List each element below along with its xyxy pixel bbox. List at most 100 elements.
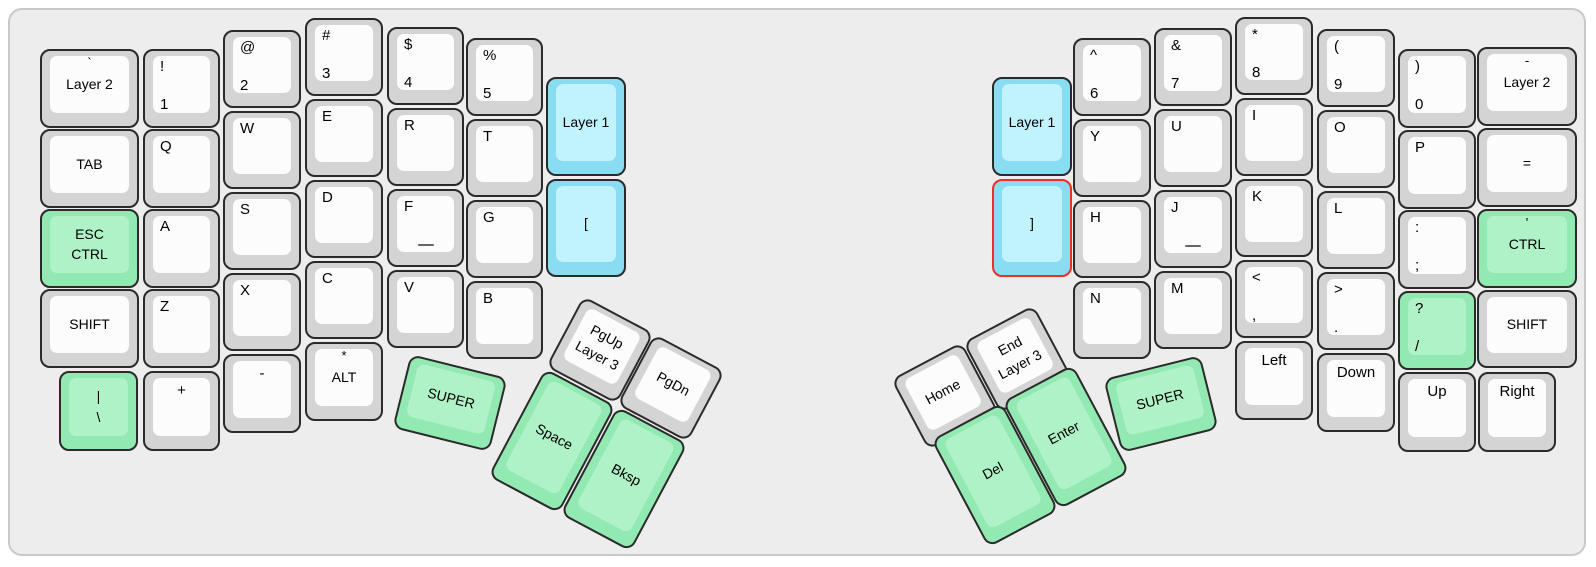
key-9[interactable]: (9 — [1317, 29, 1395, 107]
key-7[interactable]: &7 — [1154, 28, 1232, 106]
key-n[interactable]: N — [1073, 281, 1151, 359]
key-r[interactable]: R — [387, 108, 464, 186]
key-equals[interactable]: = — [1477, 128, 1577, 207]
key-quote-ctrl[interactable]: ' CTRL — [1477, 209, 1577, 288]
keycap-surface: L — [1327, 198, 1385, 254]
key-legend: E — [322, 108, 333, 125]
key-legend: Enter — [1045, 417, 1083, 448]
key-semicolon[interactable]: :; — [1398, 210, 1476, 289]
key-g[interactable]: G — [466, 200, 543, 278]
key-3[interactable]: #3 — [305, 18, 383, 96]
key-slash[interactable]: ?/ — [1398, 291, 1476, 370]
key-l[interactable]: L — [1317, 191, 1395, 269]
key-top-legend: ' — [1525, 215, 1529, 230]
key-a[interactable]: A — [143, 209, 220, 288]
keycap-surface: $4 — [397, 34, 454, 91]
keycap-surface: P — [1408, 137, 1466, 194]
key-0[interactable]: )0 — [1398, 49, 1476, 128]
key-shift-left[interactable]: SHIFT — [40, 289, 139, 368]
key-p[interactable]: P — [1398, 130, 1476, 209]
key-legend: $ — [404, 36, 413, 53]
key-arrow-right[interactable]: Right — [1478, 372, 1556, 452]
key-q[interactable]: Q — [143, 129, 220, 208]
key-legend: B — [483, 290, 494, 307]
key-legend: TAB — [76, 155, 103, 172]
key-legend: [ — [584, 215, 588, 232]
key-legend: % — [483, 47, 497, 64]
keycap-surface: B — [476, 288, 533, 344]
keycap-surface: SUPER — [1114, 364, 1206, 436]
keycap-surface: ] — [1002, 186, 1062, 262]
keycap-surface: M — [1164, 278, 1222, 334]
key-minus-left[interactable]: - — [223, 354, 301, 433]
key-legend: G — [483, 209, 495, 226]
key-legend: ? — [1415, 300, 1424, 317]
key-t[interactable]: T — [466, 119, 543, 197]
key-6[interactable]: ^6 — [1073, 38, 1151, 116]
keycap-surface: + — [153, 378, 210, 436]
keycap-surface: Left — [1245, 348, 1303, 405]
key-legend: 4 — [404, 74, 413, 91]
keycap-surface: Down — [1327, 360, 1385, 417]
key-legend: - — [259, 365, 265, 382]
key-tab[interactable]: TAB — [40, 129, 139, 208]
key-5[interactable]: %5 — [466, 38, 543, 116]
key-comma[interactable]: <, — [1235, 260, 1313, 338]
key-legend: CTRL — [1508, 235, 1546, 252]
key-legend: M — [1171, 280, 1184, 297]
key-k[interactable]: K — [1235, 179, 1313, 257]
key-legend: F — [404, 198, 414, 215]
key-s[interactable]: S — [223, 192, 301, 270]
keycap-surface: SUPER — [405, 363, 497, 435]
key-arrow-left[interactable]: Left — [1235, 341, 1313, 420]
key-plus[interactable]: + — [143, 371, 220, 451]
keycap-surface: (9 — [1327, 36, 1385, 93]
key-layer2-right[interactable]: -Layer 2 — [1477, 47, 1577, 126]
key-legend: ; — [1415, 257, 1420, 274]
key-i[interactable]: I — [1235, 98, 1313, 176]
keycap-surface: @2 — [233, 37, 291, 94]
key-layer2-left[interactable]: `Layer 2 — [40, 49, 139, 128]
key-alt[interactable]: *ALT — [305, 342, 383, 421]
key-o[interactable]: O — [1317, 110, 1395, 188]
key-u[interactable]: U — [1154, 109, 1232, 187]
key-pipe-backslash[interactable]: |\ — [59, 371, 138, 451]
key-f[interactable]: F — [387, 189, 464, 267]
key-open-bracket[interactable]: [ — [546, 179, 626, 277]
key-legend: Layer 2 — [1503, 73, 1551, 90]
key-d[interactable]: D — [305, 180, 383, 258]
keycap-surface: I — [1245, 105, 1303, 161]
keycap-surface: O — [1327, 117, 1385, 173]
key-close-bracket[interactable]: ] — [992, 179, 1072, 277]
key-layer1-left[interactable]: Layer 1 — [546, 77, 626, 176]
key-h[interactable]: H — [1073, 200, 1151, 278]
key-legend: V — [404, 279, 415, 296]
key-x[interactable]: X — [223, 273, 301, 351]
key-legend: Layer 1 — [562, 113, 610, 130]
key-z[interactable]: Z — [143, 289, 220, 368]
keycap-surface: ?/ — [1408, 298, 1466, 355]
key-layer1-right[interactable]: Layer 1 — [992, 77, 1072, 176]
key-e[interactable]: E — [305, 99, 383, 177]
key-legend: I — [1252, 107, 1257, 124]
key-shift-right[interactable]: SHIFT — [1477, 290, 1577, 368]
key-j[interactable]: J — [1154, 190, 1232, 268]
key-w[interactable]: W — [223, 111, 301, 189]
key-1[interactable]: !1 — [143, 49, 220, 128]
key-b[interactable]: B — [466, 281, 543, 359]
key-legend: ! — [160, 58, 165, 75]
key-y[interactable]: Y — [1073, 119, 1151, 197]
key-2[interactable]: @2 — [223, 30, 301, 108]
key-8[interactable]: *8 — [1235, 17, 1313, 95]
keycap-surface: V — [397, 277, 454, 333]
key-arrow-up[interactable]: Up — [1398, 372, 1476, 452]
key-m[interactable]: M — [1154, 271, 1232, 349]
key-legend: | — [96, 388, 101, 404]
key-arrow-down[interactable]: Down — [1317, 353, 1395, 432]
key-period[interactable]: >. — [1317, 272, 1395, 350]
key-c[interactable]: C — [305, 261, 383, 339]
key-v[interactable]: V — [387, 270, 464, 348]
key-4[interactable]: $4 — [387, 27, 464, 105]
